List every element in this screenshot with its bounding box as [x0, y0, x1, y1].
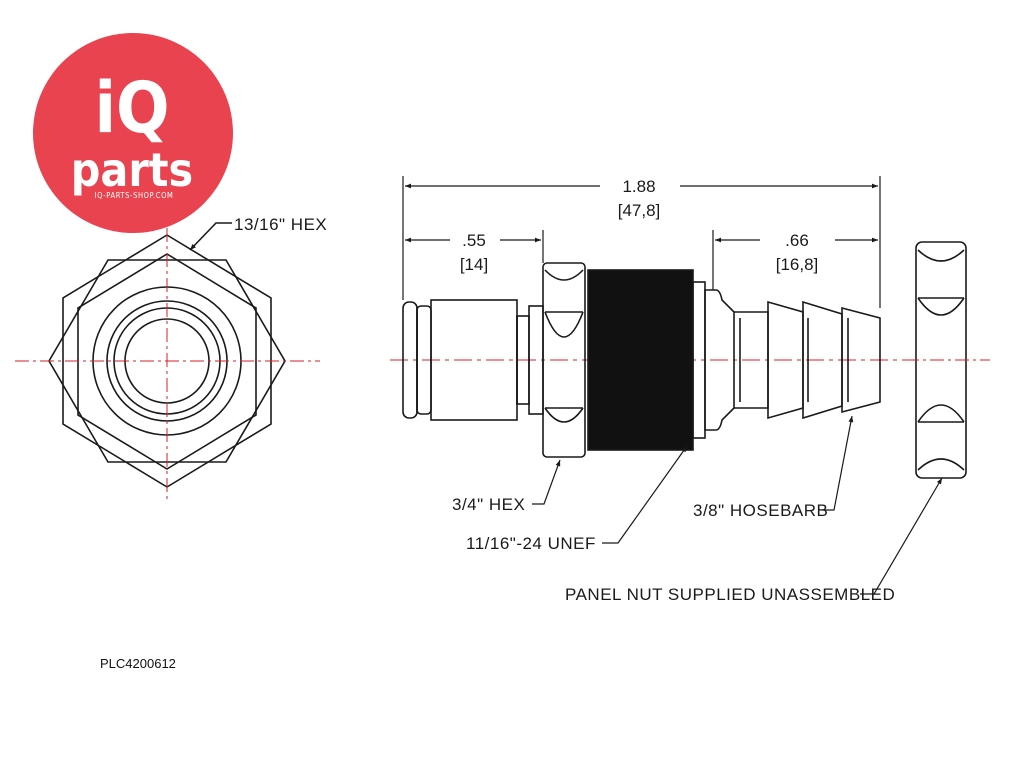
body-hex	[542, 262, 586, 458]
panel-nut	[905, 241, 990, 479]
body-hex-curve-bottom	[544, 407, 584, 423]
callout-body-hex: 3/4" HEX	[452, 495, 525, 514]
side-view	[390, 262, 905, 458]
panel-nut-curve-2	[917, 297, 965, 316]
leader-thread	[602, 445, 688, 544]
callout-thread: 11/16"-24 UNEF	[466, 534, 596, 553]
dim-left-inch: .55	[462, 231, 486, 250]
logo-site: IQ-PARTS-SHOP.COM	[95, 191, 174, 200]
leader-body-hex	[532, 459, 561, 505]
brand-logo: iQ parts IQ-PARTS-SHOP.COM	[33, 33, 233, 233]
front-hex-leader	[189, 222, 232, 251]
front-view	[15, 222, 320, 500]
nose-body	[430, 299, 518, 421]
body-hex-curve-mid	[544, 311, 584, 338]
dim-overall-inch: 1.88	[622, 177, 655, 196]
barb-3-taper	[841, 306, 881, 414]
callout-leaders	[532, 415, 943, 595]
callout-hosebarb: 3/8" HOSEBARB	[693, 501, 828, 520]
panel-nut-curve-3	[917, 404, 965, 423]
thread-section	[587, 269, 694, 451]
dim-overall-mm: [47,8]	[618, 201, 661, 220]
part-number: PLC4200612	[100, 656, 176, 671]
leader-hosebarb	[822, 415, 854, 511]
logo-word: parts	[71, 143, 193, 197]
panel-nut-curve-1	[917, 249, 965, 262]
dim-right-mm: [16,8]	[776, 255, 819, 274]
panel-nut-curve-4	[917, 458, 965, 471]
body-hex-curve-top	[544, 269, 584, 281]
leader-panel-nut	[860, 477, 943, 595]
callout-panel-nut: PANEL NUT SUPPLIED UNASSEMBLED	[565, 585, 895, 604]
logo-mark: iQ	[94, 67, 169, 149]
dim-left-mm: [14]	[460, 255, 488, 274]
front-hex-label: 13/16" HEX	[234, 215, 327, 234]
dimension-lines	[402, 176, 881, 308]
logo-circle	[33, 33, 233, 233]
dim-right-inch: .66	[785, 231, 809, 250]
front-hex-inner	[77, 253, 257, 470]
